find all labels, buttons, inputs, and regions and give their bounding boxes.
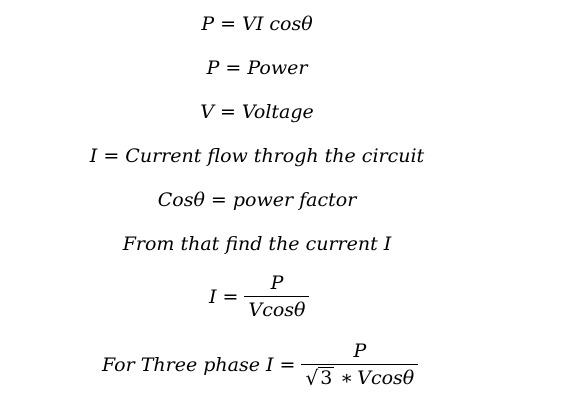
- square-root-sign: √: [305, 366, 319, 390]
- square-root: √ 3: [305, 366, 335, 390]
- single-phase-numerator: P: [270, 272, 284, 294]
- three-phase-lhs: For Three phase I =: [102, 353, 296, 376]
- power-factor-definition: Cosθ = power factor: [157, 189, 357, 211]
- three-phase-denominator-rest: Vcosθ: [357, 367, 415, 389]
- power-formula: P = VI cosθ: [201, 13, 313, 35]
- multiply-operator: ∗: [340, 367, 354, 389]
- single-phase-lhs: I =: [209, 285, 239, 308]
- three-phase-current-formula: For Three phase I = P √ 3 ∗ Vcosθ: [102, 340, 419, 390]
- three-phase-fraction: P √ 3 ∗ Vcosθ: [301, 340, 419, 390]
- voltage-definition: V = Voltage: [200, 101, 314, 123]
- power-definition: P = Power: [206, 57, 308, 79]
- single-phase-denominator: Vcosθ: [244, 296, 310, 321]
- three-phase-denominator: √ 3 ∗ Vcosθ: [301, 364, 419, 390]
- find-current-text: From that find the current I: [122, 233, 392, 255]
- current-definition: I = Current flow throgh the circuit: [89, 145, 425, 167]
- three-phase-numerator: P: [353, 340, 367, 362]
- square-root-radicand: 3: [318, 367, 335, 389]
- single-phase-current-formula: I = P Vcosθ: [209, 272, 310, 321]
- single-phase-fraction: P Vcosθ: [244, 272, 310, 321]
